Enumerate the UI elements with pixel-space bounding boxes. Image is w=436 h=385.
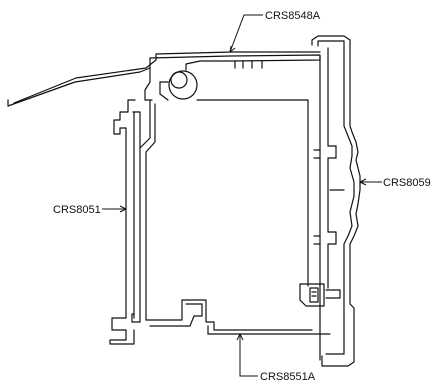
profile-inner-body <box>145 99 331 335</box>
callout-crs8059: CRS8059 <box>359 177 431 189</box>
profile-lower-clip <box>299 283 341 307</box>
profile-crs8059 <box>311 35 361 367</box>
callout-crs8548a: CRS8548A <box>229 10 321 53</box>
profile-crs8548a <box>7 51 321 107</box>
callout-crs8051: CRS8051 <box>53 204 127 216</box>
label-crs8548a: CRS8548A <box>265 10 321 22</box>
callout-crs8551a: CRS8551A <box>236 333 316 383</box>
profile-crs8051 <box>109 99 156 345</box>
label-crs8551a: CRS8551A <box>260 371 316 383</box>
label-crs8051: CRS8051 <box>53 204 101 216</box>
label-crs8059: CRS8059 <box>383 177 431 189</box>
